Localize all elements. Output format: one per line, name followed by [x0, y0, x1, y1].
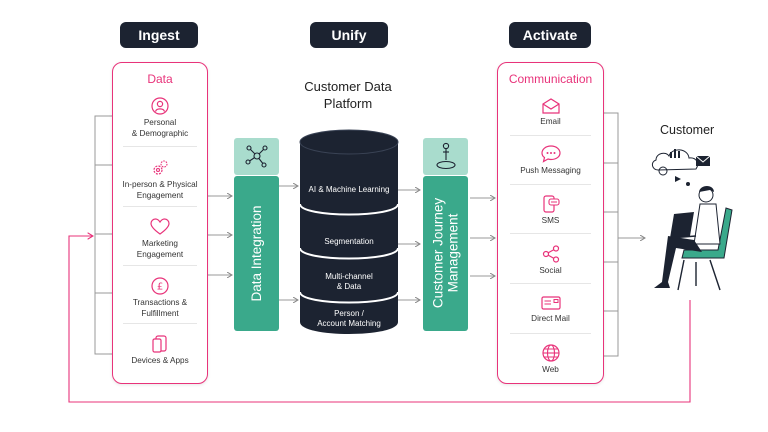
journey-bar: Customer Journey Management [423, 176, 468, 331]
activate-item-label: SMS [541, 216, 560, 225]
devices-icon [152, 335, 167, 353]
cdp-segment: Segmentation [324, 237, 374, 246]
gears-icon [153, 160, 168, 175]
ingest-item-label: In-person & Physical Engagement [122, 180, 198, 200]
pound-icon: £ [151, 277, 169, 295]
cdp-title-line2: Platform [323, 96, 373, 111]
cdp-segment: Person / Account Matching [317, 309, 381, 328]
data-integration-icon-box [234, 138, 279, 175]
journey-icon-box [423, 138, 468, 175]
person-pin-icon [436, 142, 456, 170]
activate-item: SMS [504, 195, 597, 227]
activate-item-label: Push Messaging [520, 166, 581, 175]
mail-card-icon [540, 296, 561, 310]
activate-item-label: Social [539, 266, 562, 275]
svg-text:£: £ [157, 282, 163, 293]
cdp-title-line1: Customer Data [304, 79, 392, 94]
ingest-item: Personal & Demographic [119, 97, 201, 139]
ingest-item: Devices & Apps [119, 335, 201, 367]
activate-item-label: Web [542, 365, 559, 374]
network-icon [245, 145, 268, 168]
activate-panel: Communication Email Push Messaging SMS [497, 62, 604, 384]
chat-icon [540, 145, 561, 163]
ingest-item-label: Personal & Demographic [131, 118, 189, 138]
activate-item-label: Direct Mail [531, 314, 570, 323]
cdp-segment: Multi-channel & Data [325, 272, 373, 291]
ingest-item-label: Transactions & Fulfillment [132, 298, 188, 318]
activate-item: Social [504, 245, 597, 277]
heart-icon [150, 218, 170, 235]
customer-label: Customer [660, 123, 715, 137]
activate-item: Push Messaging [504, 145, 597, 177]
journey-label: Customer Journey Management [431, 176, 461, 331]
cdp-title: Customer Data Platform [288, 78, 408, 112]
ingest-item: In-person & Physical Engagement [119, 159, 201, 201]
globe-icon [541, 344, 560, 362]
activate-item: Web [504, 344, 597, 376]
ingest-item-label: Marketing Engagement [136, 239, 184, 259]
cdp-segment: AI & Machine Learning [308, 185, 390, 194]
stage-ingest: Ingest [120, 22, 198, 48]
ingest-panel-title: Data [147, 72, 173, 86]
activate-item-label: Email [540, 117, 561, 126]
journey-label-line1: Customer Journey [430, 197, 446, 309]
email-icon [541, 98, 560, 114]
activate-item: Direct Mail [504, 295, 597, 325]
activate-item: Email [504, 98, 597, 128]
person-icon [151, 97, 169, 115]
stage-unify: Unify [310, 22, 388, 48]
ingest-item: Marketing Engagement [119, 218, 201, 260]
activate-panel-title: Communication [508, 72, 593, 86]
journey-label-line2: Management [445, 213, 461, 293]
data-integration-label: Data Integration [249, 205, 264, 302]
stage-activate: Activate [509, 22, 591, 48]
ingest-panel: Data Personal & Demographic In-person & … [112, 62, 208, 384]
ingest-item: £ Transactions & Fulfillment [119, 277, 201, 319]
sms-icon [542, 195, 560, 213]
data-integration-bar: Data Integration [234, 176, 279, 331]
share-icon [542, 245, 559, 263]
customer-illustration [651, 149, 733, 291]
ingest-item-label: Devices & Apps [131, 356, 189, 365]
cdp-database [299, 129, 399, 334]
